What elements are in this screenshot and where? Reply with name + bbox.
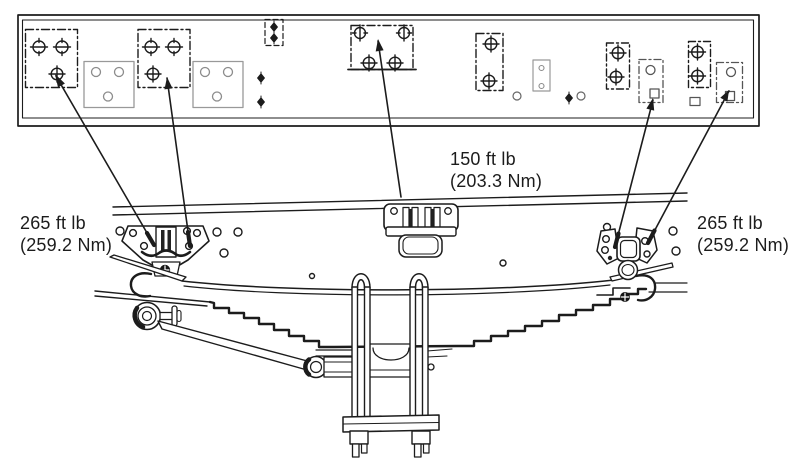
bolt-icon bbox=[609, 44, 627, 62]
hole-icon bbox=[576, 91, 586, 101]
hole-pattern-small bbox=[532, 59, 551, 92]
torque-value: 265 ft lb bbox=[697, 213, 763, 233]
bolt-icon bbox=[141, 37, 161, 57]
arrowhead bbox=[375, 39, 384, 52]
front-leaf-clip bbox=[129, 272, 153, 298]
rivet-group bbox=[257, 18, 284, 109]
u-bolt-nut bbox=[349, 430, 369, 458]
bolt-icon bbox=[52, 37, 72, 57]
bolt-pattern-front-hanger-2 bbox=[137, 28, 191, 89]
torque-arrow-center bbox=[375, 39, 402, 198]
hole-icon bbox=[512, 91, 522, 101]
arrowhead bbox=[646, 98, 655, 111]
hole-icon bbox=[538, 82, 545, 90]
rail-top-flange bbox=[112, 192, 688, 208]
hole-pattern-rear-1 bbox=[638, 58, 664, 104]
rail-inner-edge bbox=[21, 19, 755, 119]
hole-icon bbox=[725, 66, 737, 78]
bolt-icon bbox=[607, 68, 625, 86]
torque-rod-body bbox=[157, 320, 312, 371]
hole-icon bbox=[102, 91, 114, 102]
leaf-stack-steps bbox=[208, 287, 648, 349]
hole-icon bbox=[211, 91, 223, 102]
bolt-pattern-front-hanger-1 bbox=[24, 28, 79, 89]
torque-callout-center: 150 ft lb (203.3 Nm) bbox=[450, 148, 542, 192]
torque-value: 150 ft lb bbox=[450, 149, 516, 169]
bolt-pattern-rear-hanger-2 bbox=[687, 40, 712, 107]
hole-pattern-2 bbox=[192, 60, 244, 109]
u-bolt bbox=[409, 273, 429, 289]
bolt-icon bbox=[480, 72, 498, 90]
u-bolt-clamp-assembly bbox=[342, 273, 440, 458]
bolt-pattern-mid bbox=[475, 32, 522, 101]
hole-pattern-rear-2 bbox=[715, 61, 744, 104]
bolt-icon bbox=[351, 24, 369, 42]
rivet-icon bbox=[565, 91, 573, 105]
center-bracket bbox=[383, 203, 459, 258]
torque-arrow-rear-1 bbox=[612, 98, 655, 250]
main-leaf bbox=[181, 279, 615, 291]
rear-leaf-clip bbox=[634, 274, 657, 302]
rivet-icon bbox=[270, 31, 278, 45]
hole-icon bbox=[538, 64, 545, 72]
bushing-pin bbox=[159, 311, 174, 321]
torque-value: 265 ft lb bbox=[20, 213, 86, 233]
rail-outer-edge bbox=[17, 14, 760, 127]
torque-arrow-rear-2 bbox=[645, 90, 730, 246]
bolt-icon bbox=[29, 37, 49, 57]
arrowhead bbox=[55, 74, 65, 88]
torque-metric: (203.3 Nm) bbox=[450, 171, 543, 191]
frame-rail-top-view bbox=[17, 14, 760, 127]
rivet-icon bbox=[257, 95, 265, 109]
arrowhead bbox=[164, 77, 173, 90]
torque-metric: (259.2 Nm) bbox=[697, 235, 790, 255]
bolt-icon bbox=[395, 24, 413, 42]
bolt-icon bbox=[688, 67, 707, 85]
torque-arrow-front-2 bbox=[164, 77, 193, 249]
hole-icon bbox=[222, 66, 234, 78]
bolt-icon bbox=[688, 43, 707, 61]
square-hole-icon bbox=[689, 96, 701, 107]
hole-icon bbox=[113, 66, 125, 78]
torque-arrow-front-1 bbox=[55, 74, 157, 248]
arrowhead bbox=[720, 90, 729, 102]
hole-icon bbox=[90, 66, 102, 78]
u-bolt-nut bbox=[411, 430, 431, 458]
torque-metric: (259.2 Nm) bbox=[20, 235, 113, 255]
leaf-spring bbox=[94, 272, 657, 349]
torque-callout-left: 265 ft lb (259.2 Nm) bbox=[20, 212, 112, 256]
rivet-icon bbox=[257, 71, 265, 85]
torque-callout-right: 265 ft lb (259.2 Nm) bbox=[697, 212, 789, 256]
front-slipper-leaf-tip bbox=[109, 254, 187, 282]
bolt-icon bbox=[164, 37, 184, 57]
hole-icon bbox=[199, 66, 211, 78]
bolt-pattern-rear-hanger-1 bbox=[605, 42, 631, 90]
spring-roller bbox=[617, 259, 639, 281]
bolt-icon bbox=[144, 65, 162, 83]
rivet-icon bbox=[270, 20, 278, 34]
hole-pattern-1 bbox=[83, 60, 135, 109]
square-hole-icon bbox=[649, 88, 660, 99]
front-hanger-bracket bbox=[121, 225, 210, 277]
torque-callout-arrows bbox=[55, 39, 730, 250]
rod-clevis bbox=[323, 356, 355, 378]
bolt-icon bbox=[482, 35, 500, 53]
u-bolt bbox=[351, 273, 371, 289]
hole-icon bbox=[645, 64, 656, 76]
